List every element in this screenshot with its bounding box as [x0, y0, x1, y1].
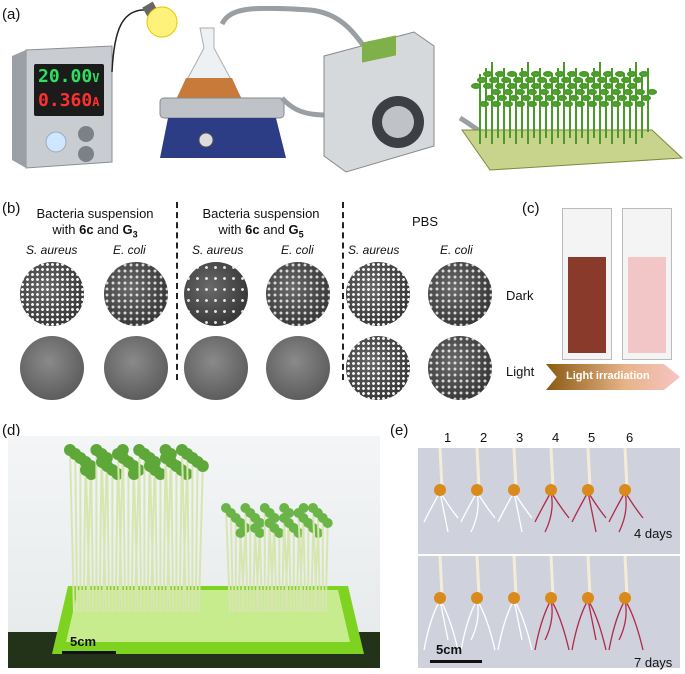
seedling-number: 3 [516, 430, 524, 445]
organism-label-ecoli: E. coli [440, 243, 473, 257]
petri-dish [184, 336, 248, 400]
compound-6c: 6c [245, 222, 260, 237]
group-heading-with: with [218, 222, 246, 237]
petri-dish [266, 336, 330, 400]
seedling-number: 5 [588, 430, 596, 445]
arrow-label: Light irradiation [566, 370, 650, 382]
panel-b-label: (b) [2, 200, 21, 217]
peristaltic-pump [318, 26, 438, 176]
group-heading-g3: Bacteria suspension with 6c and G3 [20, 206, 170, 243]
group-divider [342, 202, 344, 380]
group-divider [176, 202, 178, 380]
petri-dish [20, 336, 84, 400]
sprout-tray [456, 40, 684, 172]
compound-g-subscript: 5 [298, 229, 304, 240]
wire-and-bulb [111, 1, 178, 73]
petri-dish [428, 262, 492, 326]
petri-dish [346, 336, 410, 400]
panel-a-label: (a) [2, 6, 21, 23]
power-supply: 20.00V 0.360A [8, 44, 116, 170]
compound-g-subscript: 3 [132, 229, 138, 240]
group-heading-and: and [93, 222, 123, 237]
seedling-number: 1 [444, 430, 452, 445]
organism-label-saureus: S. aureus [192, 243, 244, 257]
seedling-numbers: 1 2 3 4 5 6 [418, 430, 678, 446]
row-label-dark: Dark [506, 288, 534, 303]
organism-label-saureus: S. aureus [26, 243, 78, 257]
petri-dish [104, 336, 168, 400]
row-label-light: Light [506, 364, 535, 379]
petri-dish [266, 262, 330, 326]
petri-dish [346, 262, 410, 326]
seedling-number: 4 [552, 430, 560, 445]
organism-label-ecoli: E. coli [281, 243, 314, 257]
psu-current-unit: A [92, 95, 100, 109]
group-heading-pbs: PBS [411, 214, 438, 229]
organism-label-saureus: S. aureus [348, 243, 400, 257]
group-heading-and: and [259, 222, 289, 237]
petri-dish [20, 262, 84, 326]
scale-bar-line [62, 651, 116, 654]
compound-6c: 6c [79, 222, 94, 237]
sprouts-photo [8, 436, 380, 668]
panel-c-label: (c) [522, 200, 540, 217]
time-label-4days: 4 days [634, 526, 673, 541]
petri-dish [104, 262, 168, 326]
psu-voltage-readout: 20.00 [38, 66, 93, 87]
cuvette-light [622, 208, 672, 360]
seedling-number: 2 [480, 430, 488, 445]
group-heading-line1: Bacteria suspension [202, 206, 320, 221]
panel-d-label: (d) [2, 422, 21, 439]
organism-label-ecoli: E. coli [113, 243, 146, 257]
petri-dish [184, 262, 248, 326]
light-irradiation-arrow: Light irradiation [546, 364, 680, 390]
group-heading-line1: Bacteria suspension [36, 206, 154, 221]
compound-g: G [122, 222, 133, 237]
scale-bar-label: 5cm [70, 634, 97, 649]
seedling-number: 6 [626, 430, 634, 445]
scale-bar-line [430, 660, 482, 663]
seedlings-photo [418, 448, 680, 668]
compound-g: G [288, 222, 299, 237]
scale-bar-label: 5cm [436, 642, 463, 657]
psu-voltage-unit: V [92, 71, 100, 85]
petri-dish [428, 336, 492, 400]
magnetic-stirrer [156, 8, 296, 168]
group-heading-with: with [52, 222, 80, 237]
group-heading-g5: Bacteria suspension with 6c and G5 [186, 206, 336, 243]
cuvette-dark [562, 208, 612, 360]
time-label-7days: 7 days [634, 655, 673, 670]
panel-e-label: (e) [390, 422, 409, 439]
psu-current-readout: 0.360 [38, 90, 93, 111]
